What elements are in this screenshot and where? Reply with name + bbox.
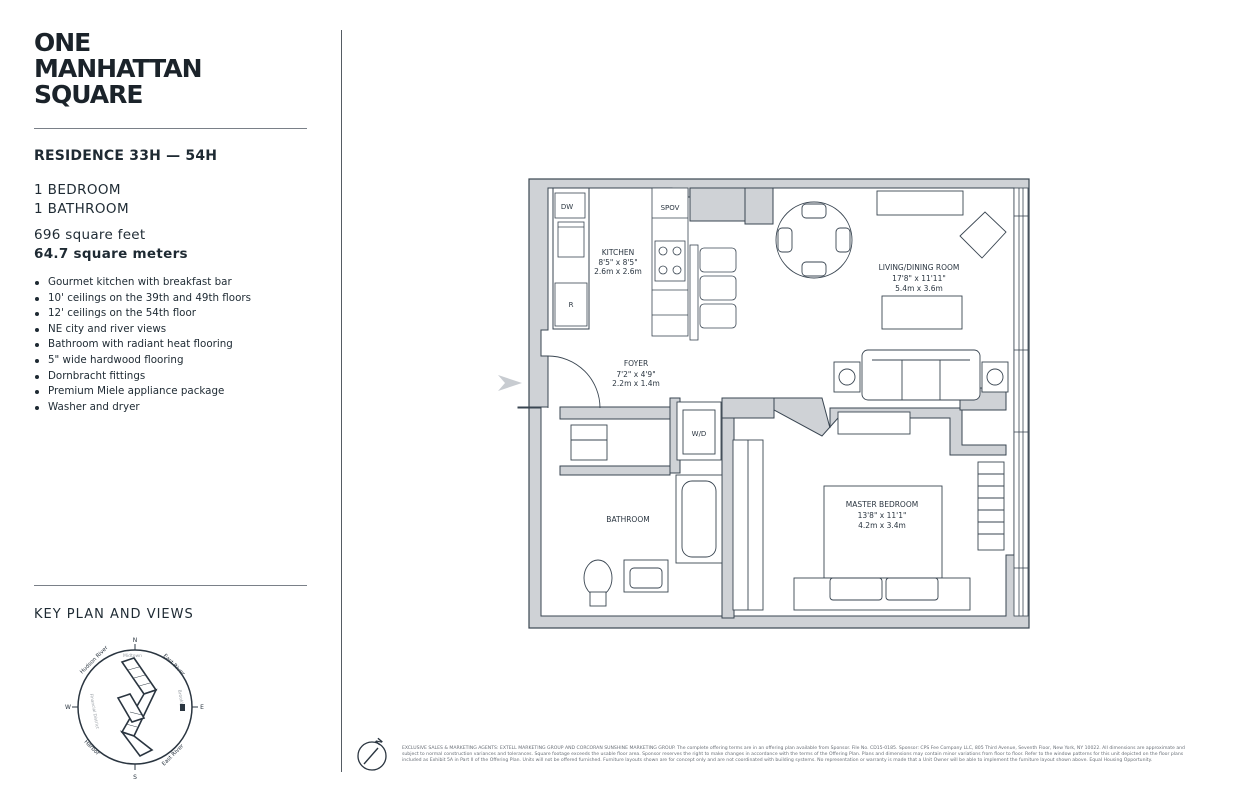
unit-specs: 1 BEDROOM 1 BATHROOM — [34, 181, 129, 219]
entry-arrow-icon — [498, 375, 522, 391]
living-metric: 5.4m x 3.6m — [895, 284, 943, 293]
area-sqm: 64.7 square meters — [34, 246, 188, 262]
bathroom-count: 1 BATHROOM — [34, 201, 130, 217]
key-south-label: S — [133, 774, 137, 781]
key-unit-marker — [180, 704, 185, 711]
living-furniture — [775, 190, 1009, 401]
key-plan-title: KEY PLAN AND VIEWS — [34, 607, 194, 622]
room-labels: KITCHEN 8'5" x 8'5" 2.6m x 2.6m LIVING/D… — [594, 248, 959, 530]
feature-item: Dornbracht fittings — [34, 369, 251, 385]
refrigerator-label: R — [569, 301, 574, 309]
residence-title: RESIDENCE 33H — 54H — [34, 148, 218, 164]
brand-line-1: ONE — [34, 28, 91, 57]
key-west-label: W — [65, 704, 71, 711]
sidebar: ONE MANHATTAN SQUARE RESIDENCE 33H — 54H… — [0, 0, 340, 800]
kitchen-fixtures — [554, 187, 737, 341]
closet-washer — [570, 401, 764, 611]
key-harbor-label: Harbor — [83, 739, 101, 757]
area-sqft: 696 square feet — [34, 227, 146, 243]
foyer-metric: 2.2m x 1.4m — [612, 379, 660, 388]
legal-disclaimer: EXCLUSIVE SALES & MARKETING AGENTS: EXTE… — [402, 746, 1185, 764]
feature-item: 12' ceilings on the 54th floor — [34, 306, 251, 322]
north-arrow-label: N — [374, 736, 385, 747]
living-imperial: 17'8" x 11'11" — [892, 274, 946, 283]
vertical-divider — [341, 30, 342, 772]
key-building-shape — [116, 657, 158, 758]
living-name: LIVING/DINING ROOM — [879, 263, 960, 272]
bedroom-count: 1 BEDROOM — [34, 182, 121, 198]
foyer-imperial: 7'2" x 4'9" — [616, 370, 655, 379]
floor-plan: DW R SPOV W/D — [498, 178, 1030, 629]
dishwasher-label: DW — [561, 203, 573, 211]
key-brooklyn-label: Brooklyn — [176, 689, 185, 710]
spov-label: SPOV — [661, 204, 680, 212]
bedroom-furniture — [793, 411, 1005, 611]
feature-item: Premium Miele appliance package — [34, 384, 251, 400]
key-midtown-label: Midtown — [123, 653, 142, 659]
kitchen-imperial: 8'5" x 8'5" — [598, 258, 637, 267]
bedroom-name: MASTER BEDROOM — [846, 500, 918, 509]
brand-line-3: SQUARE — [34, 80, 143, 109]
north-arrow-icon: N — [357, 736, 387, 771]
bathroom-fixtures — [583, 474, 723, 607]
feature-item: 10' ceilings on the 39th and 49th floors — [34, 291, 251, 307]
feature-list: Gourmet kitchen with breakfast bar 10' c… — [34, 275, 251, 415]
bedroom-metric: 4.2m x 3.4m — [858, 521, 906, 530]
bedroom-imperial: 13'8" x 11'1" — [858, 511, 907, 520]
feature-item: Gourmet kitchen with breakfast bar — [34, 275, 251, 291]
washer-dryer-label: W/D — [692, 430, 707, 438]
foyer-name: FOYER — [624, 359, 648, 368]
feature-item: 5" wide hardwood flooring — [34, 353, 251, 369]
top-divider — [34, 128, 307, 129]
key-east-label: E — [200, 704, 204, 711]
kitchen-metric: 2.6m x 2.6m — [594, 267, 642, 276]
entry-door — [547, 355, 601, 409]
key-north-label: N — [133, 637, 138, 644]
key-building-grid — [125, 666, 151, 728]
feature-item: Washer and dryer — [34, 400, 251, 416]
feature-item: NE city and river views — [34, 322, 251, 338]
unit-area: 696 square feet 64.7 square meters — [34, 226, 188, 264]
kitchen-name: KITCHEN — [602, 248, 635, 257]
key-financial-label: Financial District — [88, 693, 100, 729]
bottom-divider — [34, 585, 307, 586]
brand-logo: ONE MANHATTAN SQUARE — [34, 30, 202, 108]
bath-name: BATHROOM — [606, 515, 649, 524]
key-east-river-top-label: East River — [162, 653, 186, 677]
brand-line-2: MANHATTAN — [34, 54, 202, 83]
key-plan-diagram: N S W E Hudson River East River East Riv… — [65, 637, 204, 781]
feature-item: Bathroom with radiant heat flooring — [34, 337, 251, 353]
window-mullions — [1013, 187, 1029, 617]
key-hudson-label: Hudson River — [79, 645, 110, 676]
